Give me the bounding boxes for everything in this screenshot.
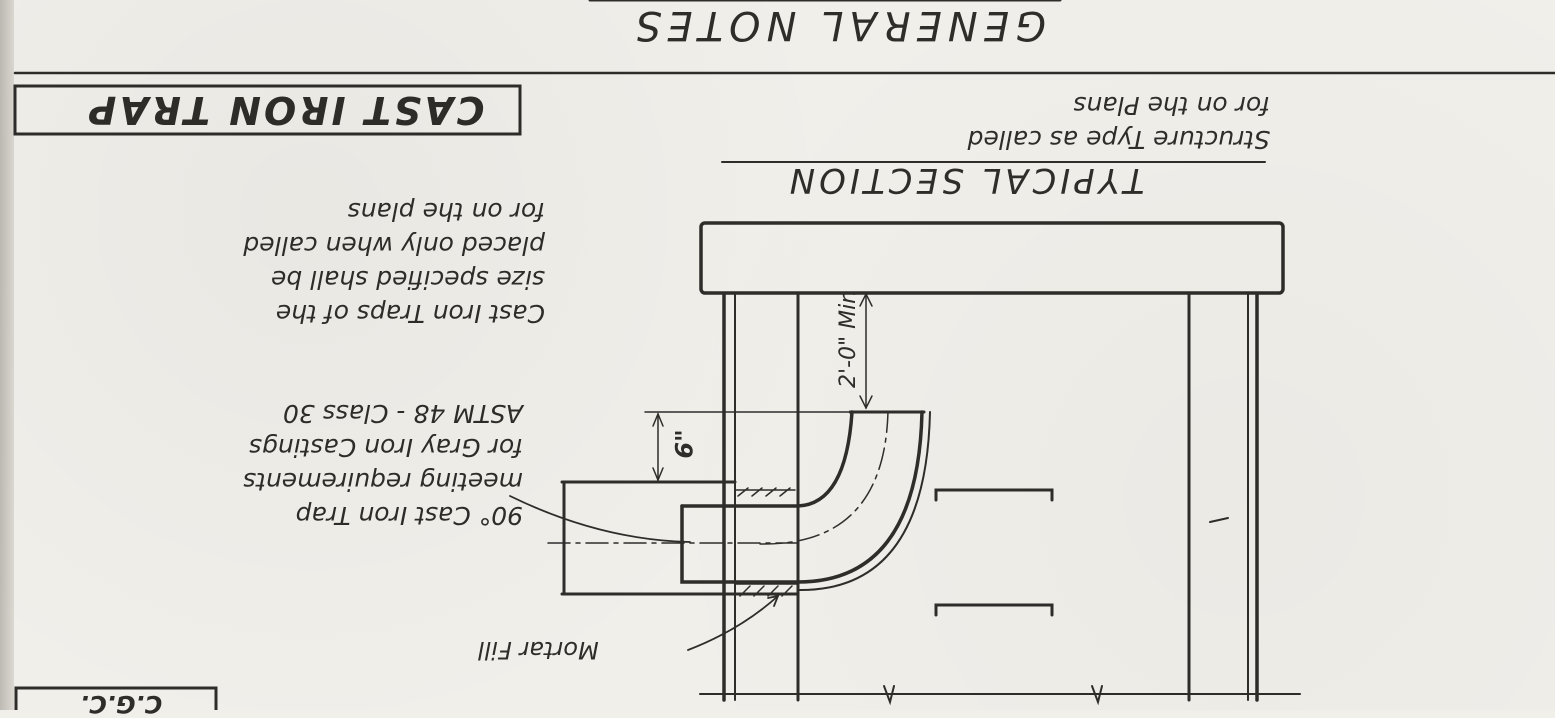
trap-spigot [680, 504, 800, 584]
header-title: GENERAL NOTES [629, 2, 1047, 48]
mortar-fill-hatch-bottom [734, 583, 798, 597]
dim-min-arrow-bottom [859, 395, 873, 410]
break-symbol-left [883, 685, 895, 706]
mortar-fill-label: Mortar Fill [478, 636, 599, 664]
astm-note-line-3: for Gray Iron Castings [248, 433, 523, 462]
astm-note-line-1: 90° Cast Iron Trap [295, 501, 523, 530]
manhole-step-lower [934, 603, 1054, 617]
min-dimension-label: 2'-0" Min [836, 289, 861, 388]
astm-note: 90° Cast Iron Trap meeting requirements … [128, 396, 523, 532]
astm-note-line-4: ASTM 48 - Class 30 [282, 399, 523, 428]
trap-note-line-3: placed only when called [243, 231, 545, 260]
mortar-leader [687, 595, 779, 651]
section-subtitle-line-1: Structure Type as called [967, 125, 1270, 154]
mortar-leader-arrow [767, 594, 780, 607]
manhole-step-upper [934, 488, 1054, 502]
section-title: TYPICAL SECTION [785, 160, 1145, 200]
corner-label-box [14, 686, 218, 710]
trap-note-line-4: for on the plans [347, 197, 545, 226]
dim-drop-arrow-bottom [652, 467, 664, 482]
drop-dimension-label: 6" [670, 429, 699, 459]
mortar-fill-hatch-top [734, 487, 796, 497]
trap-box-title: CAST IRON TRAP [85, 88, 485, 132]
structure-top-slab [699, 221, 1285, 295]
corner-label: C.G.C. [80, 690, 163, 718]
break-symbol-right [1091, 685, 1103, 706]
trap-note-line-1: Cast Iron Traps of the [275, 299, 545, 328]
elbow-outer-wall [796, 410, 924, 584]
trap-note: Cast Iron Traps of the size specified sh… [100, 190, 545, 330]
sheet-binding-edge [0, 0, 14, 710]
trap-title-box [13, 84, 522, 136]
wall-tick [1209, 517, 1229, 523]
elbow-inner-wall [796, 410, 854, 508]
dim-min-arrow-top [859, 292, 873, 307]
section-subtitle-line-2: for on the Plans [1073, 91, 1270, 120]
elbow-outer-wall-2 [797, 411, 931, 592]
astm-note-leader [509, 495, 691, 543]
section-subtitle: Structure Type as called for on the Plan… [720, 86, 1270, 156]
dim-drop-arrow-top [652, 412, 664, 427]
elbow-centerline [759, 411, 889, 545]
astm-note-line-2: meeting requirements [243, 467, 523, 496]
trap-note-line-2: size specified shall be [270, 265, 545, 294]
